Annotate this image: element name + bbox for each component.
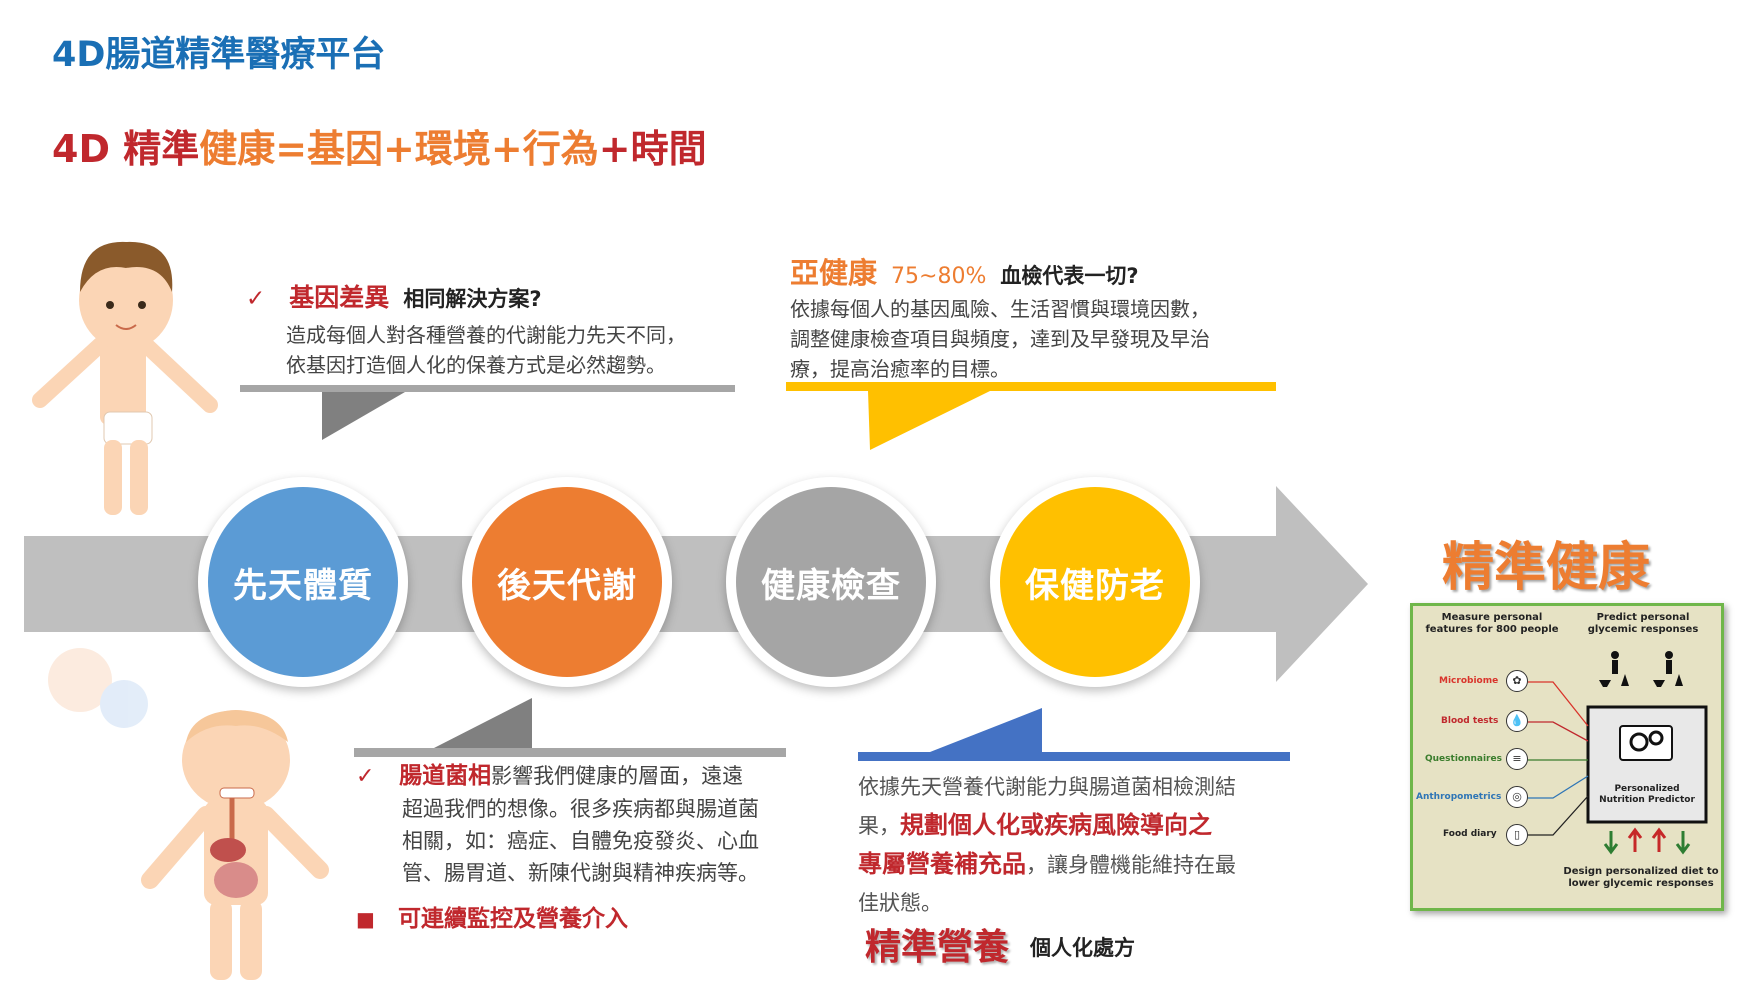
stage-label-metabolism: 後天代謝	[472, 487, 662, 677]
main-arrow	[24, 486, 1368, 682]
stage-circle-checkup: 健康檢查	[726, 477, 936, 687]
callout-bar-gut	[354, 748, 786, 757]
square-bullet-icon: ■	[356, 907, 375, 931]
panel-input-food-diary: Food diary	[1443, 829, 1497, 839]
blood-drop-icon: 💧	[1506, 710, 1528, 732]
callout-subhealth-heading: 亞健康 75~80% 血檢代表一切?	[790, 250, 1210, 292]
callout-subhealth-percent: 75~80%	[891, 264, 987, 289]
precision-nutrition-title: 精準營養	[865, 927, 1010, 968]
callout-gut-line: 超過我們的想像。很多疾病都與腸道菌	[402, 797, 759, 821]
callout-nutrition-line-2: 果，規劃個人化或疾病風險導向之	[858, 806, 1298, 845]
questionnaire-icon: ≡	[1506, 748, 1528, 770]
panel-input-questionnaires: Questionnaires	[1425, 754, 1502, 764]
panel-input-anthropometrics: Anthropometrics	[1416, 792, 1502, 802]
panel-diagram	[1528, 651, 1708, 855]
callout-gene-line: 依基因打造個人化的保養方式是必然趨勢。	[286, 353, 666, 377]
callout-subhealth-line: 療，提高治癒率的目標。	[790, 357, 1010, 381]
formula-part-3: +時間	[598, 127, 707, 171]
callout-subhealth-body: 依據每個人的基因風險、生活習慣與環境因數， 調整健康檢查項目與頻度，達到及早發現…	[790, 294, 1210, 384]
callout-gut-body: ✓ 腸道菌相影響我們健康的層面，遠遠 超過我們的想像。很多疾病都與腸道菌 相關，…	[356, 760, 776, 889]
callout-tail-gut	[434, 698, 532, 748]
callout-gene-title: 基因差異	[289, 283, 390, 312]
callout-gene-heading: ✓ 基因差異 相同解決方案?	[246, 278, 686, 314]
callout-nutrition-line-4: 佳狀態。	[858, 891, 942, 915]
stage-label-antiaging: 保健防老	[1000, 487, 1190, 677]
callout-nutrition: 依據先天營養代謝能力與腸道菌相檢測結 果，規劃個人化或疾病風險導向之 專屬營養補…	[858, 768, 1298, 922]
stage-label-checkup: 健康檢查	[736, 487, 926, 677]
panel-input-blood-tests: Blood tests	[1441, 716, 1499, 726]
microbiome-icon: ✿	[1506, 670, 1528, 692]
callout-gut-line: 相關，如：癌症、自體免疫發炎、心血	[402, 829, 759, 853]
callout-gut-line-1: ✓ 腸道菌相影響我們健康的層面，遠遠	[356, 760, 776, 793]
formula-part-1: 4D 精準	[52, 127, 200, 171]
callout-gene-body: 造成每個人對各種營養的代謝能力先天不同， 依基因打造個人化的保養方式是必然趨勢。	[286, 320, 686, 380]
callout-nutrition-text: 果，	[858, 814, 900, 838]
stage-circle-metabolism: 後天代謝	[462, 477, 672, 687]
panel-predictor-label: Personalized Nutrition Predictor	[1599, 784, 1695, 805]
stage-label-congenital: 先天體質	[208, 487, 398, 677]
formula-part-2: 健康=基因+環境+行為	[199, 127, 599, 171]
stage-circle-antiaging: 保健防老	[990, 477, 1200, 687]
precision-nutrition-subtitle: 個人化處方	[1030, 936, 1135, 960]
callout-gut: ✓ 腸道菌相影響我們健康的層面，遠遠 超過我們的想像。很多疾病都與腸道菌 相關，…	[356, 760, 776, 933]
page-title: 4D腸道精準醫療平台	[52, 35, 386, 75]
callout-subhealth-subtitle: 血檢代表一切?	[1000, 264, 1139, 288]
callout-gene: ✓ 基因差異 相同解決方案? 造成每個人對各種營養的代謝能力先天不同， 依基因打…	[246, 278, 686, 380]
panel-predict-text: Predict personal glycemic responses	[1587, 612, 1699, 635]
formula-heading: 4D 精準健康=基因+環境+行為+時間	[52, 118, 707, 173]
callout-subhealth: 亞健康 75~80% 血檢代表一切? 依據每個人的基因風險、生活習慣與環境因數，…	[790, 250, 1210, 384]
tape-measure-icon: ◎	[1506, 786, 1528, 808]
callout-gut-bullet-row: ■ 可連續監控及營養介入	[356, 899, 776, 933]
callout-nutrition-highlight: 專屬營養補充品	[858, 850, 1026, 878]
callout-tail-gene	[322, 392, 405, 440]
callout-gut-line: 管、腸胃道、新陳代謝與精神疾病等。	[402, 861, 759, 885]
callout-nutrition-line-1: 依據先天營養代謝能力與腸道菌相檢測結	[858, 775, 1236, 799]
watermark-logo	[48, 648, 148, 728]
stage-circle-congenital: 先天體質	[198, 477, 408, 687]
callout-nutrition-text: ，讓身體機能維持在最	[1026, 853, 1236, 877]
child-figure-bottom	[141, 710, 329, 980]
callout-tail-nutrition	[930, 708, 1042, 752]
child-figure-top	[32, 241, 218, 515]
panel-design-text: Design personalized diet to lower glycem…	[1563, 866, 1719, 889]
callout-nutrition-line-3: 專屬營養補充品，讓身體機能維持在最	[858, 845, 1298, 884]
callout-nutrition-highlight: 規劃個人化或疾病風險導向之	[900, 811, 1212, 839]
callout-gut-title: 腸道菌相	[399, 763, 492, 789]
callout-gut-bullet-text: 可連續監控及營養介入	[398, 906, 628, 932]
phone-icon: ▯	[1506, 824, 1528, 846]
panel-measure-text: Measure personal features for 800 people	[1425, 612, 1559, 635]
check-icon: ✓	[356, 764, 375, 789]
callout-bar-gene	[240, 385, 735, 392]
callout-gut-line-rest: 影響我們健康的層面，遠遠	[491, 764, 744, 788]
callout-subhealth-line: 調整健康檢查項目與頻度，達到及早發現及早治	[790, 327, 1210, 351]
nutrition-predictor-panel: Measure personal features for 800 people…	[1410, 603, 1724, 911]
callout-bar-subhealth	[786, 382, 1276, 391]
callout-gene-subtitle: 相同解決方案?	[403, 287, 542, 311]
callout-subhealth-title: 亞健康	[790, 256, 878, 290]
precision-health-title: 精準健康	[1442, 538, 1651, 598]
callout-bar-nutrition	[858, 752, 1290, 761]
check-icon: ✓	[246, 286, 266, 312]
callout-subhealth-line: 依據每個人的基因風險、生活習慣與環境因數，	[790, 297, 1210, 321]
panel-input-microbiome: Microbiome	[1439, 676, 1499, 686]
callout-tail-subhealth	[868, 391, 990, 450]
callout-gene-line: 造成每個人對各種營養的代謝能力先天不同，	[286, 323, 686, 347]
